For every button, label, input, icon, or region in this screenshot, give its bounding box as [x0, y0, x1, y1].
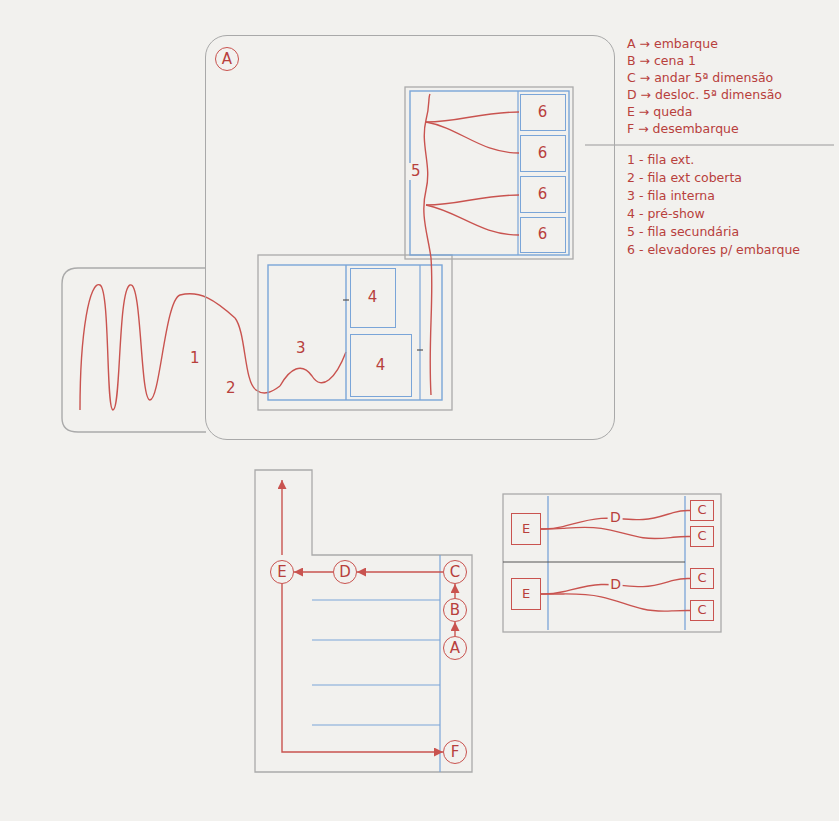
flow-arrow — [454, 622, 455, 636]
track-connector — [541, 511, 690, 530]
legend-entry: D → desloc. 5ª dimensão — [627, 87, 782, 103]
connector-label: D — [608, 577, 623, 592]
node-label: B — [450, 602, 460, 619]
node-label: F — [451, 744, 460, 761]
inner-queue-path — [280, 352, 346, 386]
legend-entry: B → cena 1 — [627, 53, 696, 69]
floor-line — [312, 724, 440, 725]
wall — [517, 91, 518, 255]
ride-stage-circle: E — [270, 560, 294, 584]
flow-arrow — [282, 584, 443, 752]
elevator-block-walls — [410, 91, 569, 255]
queue-branch — [426, 112, 519, 122]
attraction-area: A 6 6 6 6 4 4 — [205, 35, 615, 440]
secondary-queue-path — [424, 94, 432, 395]
node-label: C — [450, 564, 460, 581]
room-box: 4 — [350, 268, 396, 328]
callout-number: 2 — [224, 380, 238, 397]
node-label: C — [697, 571, 706, 585]
room-box: 4 — [350, 334, 412, 397]
track-connector — [541, 527, 690, 538]
flow-arrow — [454, 584, 455, 598]
ride-stage-circle: C — [443, 560, 467, 584]
ride-stage-circle: B — [443, 598, 467, 622]
ride-stage-circle: A — [443, 636, 467, 660]
legend-entry: 5 - fila secundária — [627, 224, 739, 240]
room-box: 6 — [520, 176, 566, 213]
wall — [345, 265, 346, 400]
callout-number: 1 — [188, 350, 202, 367]
node-label: D — [339, 564, 351, 581]
node-label: 6 — [538, 226, 548, 243]
room-box: 6 — [520, 217, 566, 253]
scene-box: C — [690, 500, 714, 521]
legend-entry: A → embarque — [627, 36, 718, 52]
scene-box: C — [690, 568, 714, 589]
queue-branch — [426, 195, 519, 205]
building-outline — [258, 255, 452, 410]
legend-entry: 6 - elevadores p/ embarque — [627, 242, 800, 258]
floor-line — [312, 599, 440, 600]
queue-path — [80, 285, 235, 410]
outdoor-queue-area — [62, 268, 206, 432]
node-label: A — [450, 640, 460, 657]
node-label: 6 — [538, 104, 548, 121]
connector-label: D — [608, 511, 623, 526]
legend-entry: 2 - fila ext coberta — [627, 170, 742, 186]
track-connector — [541, 594, 690, 611]
room-box: 6 — [520, 135, 566, 172]
ride-stage-circle: D — [333, 560, 357, 584]
node-label: C — [697, 529, 706, 543]
lift-up-arrow — [281, 480, 282, 555]
node-label: 6 — [538, 145, 548, 162]
floor-line — [312, 639, 440, 640]
door-mark — [417, 349, 423, 350]
ride-plan-outline — [255, 470, 472, 772]
queue-branch — [426, 122, 519, 153]
building-walls — [268, 265, 442, 400]
legend-entry: E → queda — [627, 104, 692, 120]
legend-entry: 4 - pré-show — [627, 206, 705, 222]
node-label: E — [522, 587, 530, 601]
scene-box: E — [511, 578, 541, 610]
legend-entry: 3 - fila interna — [627, 188, 715, 204]
callout-number: 3 — [294, 340, 308, 357]
section-outline — [503, 494, 721, 632]
legend-entry: F → desembarque — [627, 121, 739, 137]
floor-line — [312, 684, 440, 685]
legend-entry: C → andar 5ª dimensão — [627, 70, 773, 86]
node-label: 4 — [368, 289, 378, 306]
wall — [419, 265, 420, 400]
wall — [503, 562, 685, 563]
room-box: 6 — [520, 94, 566, 131]
scene-box: C — [690, 526, 714, 547]
flow-arrow — [357, 571, 443, 572]
node-label: C — [697, 603, 706, 617]
scene-box: E — [511, 513, 541, 545]
wall — [439, 555, 440, 772]
flow-arrow — [294, 571, 333, 572]
node-label: 6 — [538, 186, 548, 203]
node-label: E — [277, 564, 286, 581]
callout-number: 5 — [409, 163, 423, 180]
node-label: E — [522, 522, 530, 536]
node-label: C — [697, 503, 706, 517]
legend-divider — [585, 144, 834, 145]
area-marker: A — [215, 47, 239, 71]
door-mark — [343, 299, 349, 300]
queue-branch — [426, 205, 519, 235]
legend-entry: 1 - fila ext. — [627, 152, 694, 168]
scene-box: C — [690, 600, 714, 621]
wall — [547, 496, 548, 630]
ride-stage-circle: F — [443, 740, 467, 764]
node-label: 4 — [376, 357, 386, 374]
elevator-block-outline — [405, 87, 573, 259]
